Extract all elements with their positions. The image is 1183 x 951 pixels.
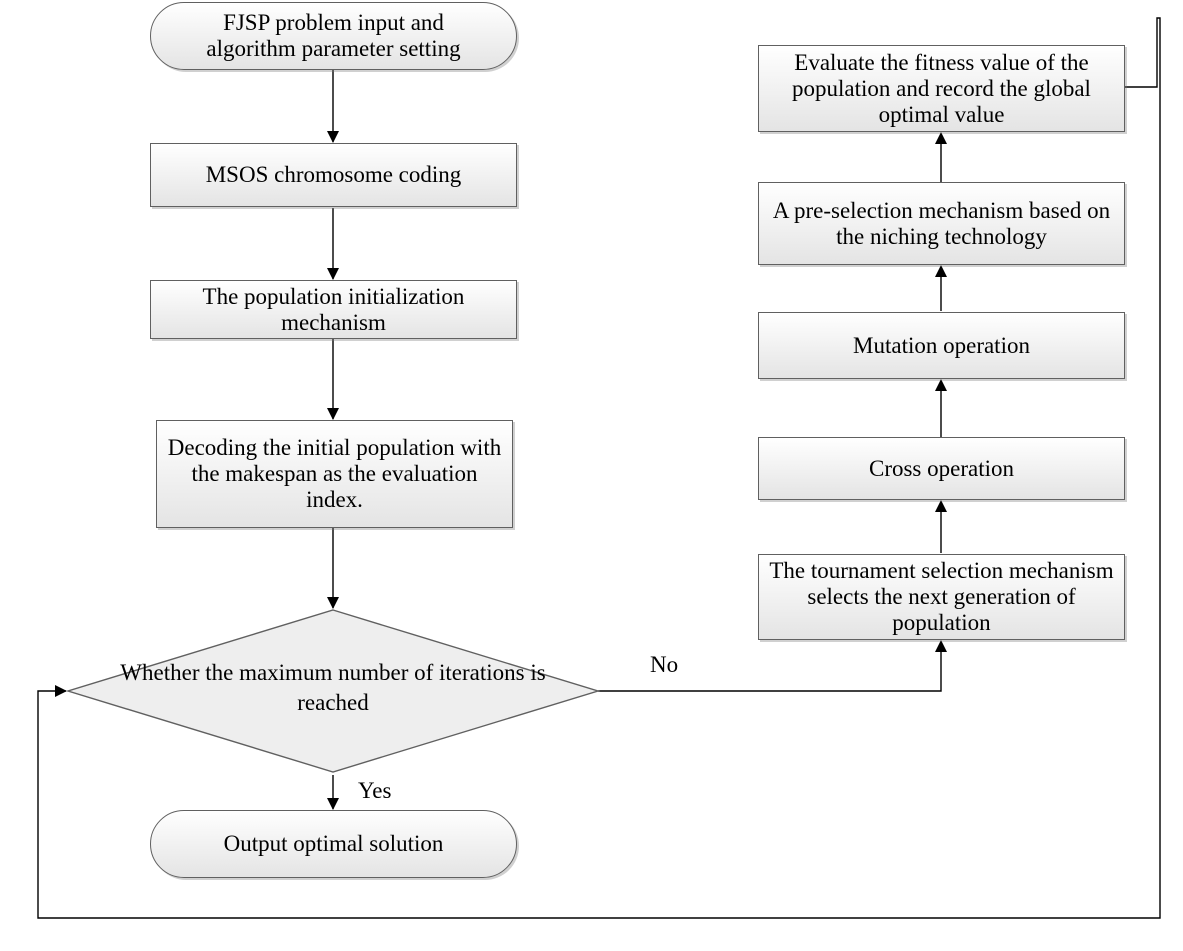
start-node: FJSP problem input and algorithm paramet… <box>150 2 517 70</box>
decision-label: Whether the maximum number of iterations… <box>120 660 546 715</box>
evaluate-fitness-node: Evaluate the fitness value of the popula… <box>758 45 1125 132</box>
edge-no-tournament <box>598 640 947 692</box>
cross-operation-node: Cross operation <box>758 437 1125 500</box>
tournament-selection-node: The tournament selection mechanism selec… <box>758 554 1125 640</box>
yes-label: Yes <box>358 778 392 803</box>
population-init-node: The population initialization mechanism <box>150 280 517 339</box>
mutation-operation-node: Mutation operation <box>758 312 1125 379</box>
decoding-node: Decoding the initial population with the… <box>156 420 513 528</box>
decision-diamond <box>65 609 601 773</box>
output-node: Output optimal solution <box>150 810 517 878</box>
chromosome-coding-node: MSOS chromosome coding <box>150 143 517 207</box>
preselection-node: A pre-selection mechanism based on the n… <box>758 182 1125 265</box>
no-label: No <box>650 652 679 677</box>
edge-loop-back <box>37 17 1161 919</box>
